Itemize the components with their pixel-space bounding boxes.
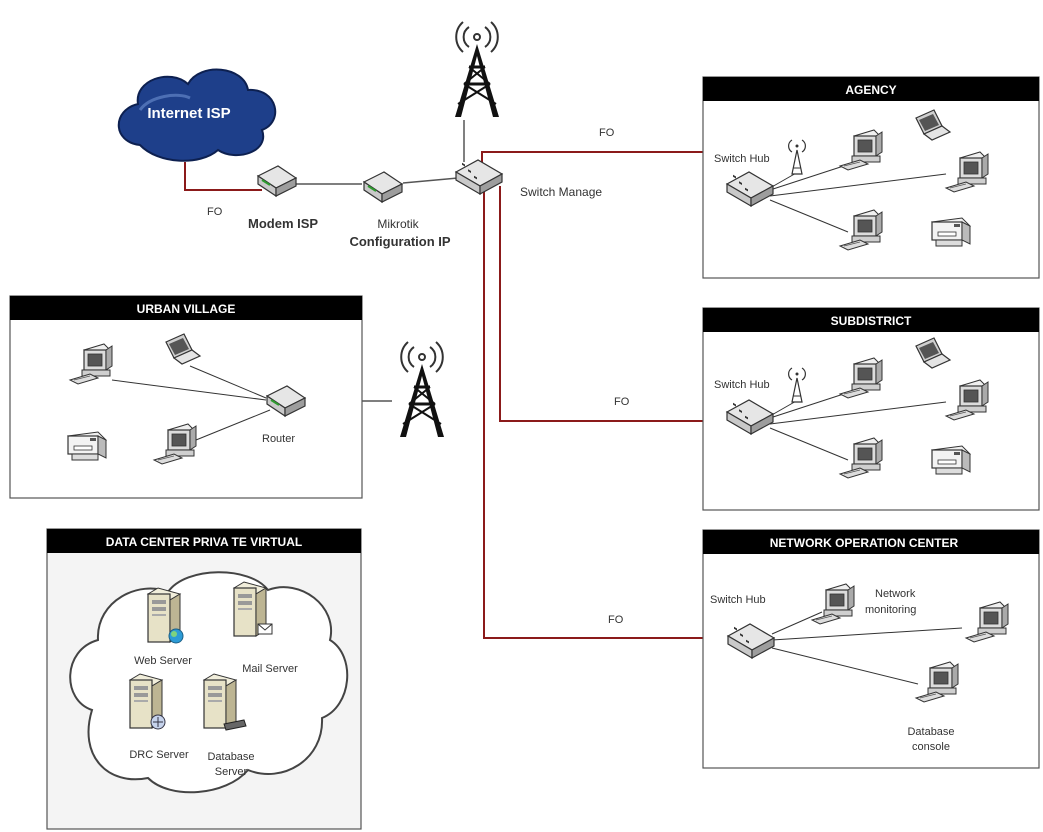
noc-panel: NETWORK OPERATION CENTER Switch Hub Netw… (702, 529, 1040, 769)
drc-server-icon (129, 673, 166, 730)
configuration-ip-label: Configuration IP (349, 234, 450, 249)
tower-icon (398, 340, 446, 439)
modem-isp-label: Modem ISP (248, 216, 318, 231)
urban-village-title: URBAN VILLAGE (137, 302, 236, 316)
web-server-label: Web Server (134, 655, 192, 667)
internet-isp-label: Internet ISP (147, 105, 230, 122)
fo-isp-label: FO (207, 206, 223, 218)
datacenter-panel: DATA CENTER PRIVA TE VIRTUAL Web Server … (46, 528, 362, 830)
fo-agency-label: FO (599, 127, 615, 139)
database-console-label-1: Database (907, 726, 954, 738)
mikrotik-router-icon (363, 171, 403, 203)
database-server-icon (203, 673, 247, 731)
internet-cloud: Internet ISP (117, 68, 277, 162)
noc-title: NETWORK OPERATION CENTER (770, 536, 959, 550)
subdistrict-panel: SUBDISTRICT Switch Hub (702, 307, 1040, 511)
database-server-label-1: Database (207, 751, 254, 763)
agency-switch-hub-label: Switch Hub (714, 153, 770, 165)
subdistrict-title: SUBDISTRICT (831, 314, 912, 328)
switch-manage-label: Switch Manage (520, 185, 602, 199)
agency-panel: AGENCY Switch Hub (702, 76, 1040, 279)
database-console-label-2: console (912, 741, 950, 753)
web-server-icon (147, 587, 184, 644)
database-server-label-2: Server (215, 766, 248, 778)
switch-manage-icon (455, 159, 503, 195)
mail-server-icon (233, 581, 273, 637)
network-monitoring-label-1: Network (875, 588, 916, 600)
noc-switch-hub-label: Switch Hub (710, 594, 766, 606)
datacenter-title: DATA CENTER PRIVA TE VIRTUAL (106, 535, 302, 549)
urban-village-panel: URBAN VILLAGE Router (9, 295, 363, 499)
connection-lines (290, 120, 465, 402)
mikrotik-label: Mikrotik (377, 217, 419, 231)
router-label: Router (262, 433, 295, 445)
fo-subdistrict-label: FO (614, 396, 630, 408)
mail-server-label: Mail Server (242, 663, 298, 675)
subdistrict-switch-hub-label: Switch Hub (714, 379, 770, 391)
fo-noc-label: FO (608, 614, 624, 626)
agency-title: AGENCY (845, 83, 896, 97)
modem-isp-icon (257, 165, 297, 197)
network-monitoring-label-2: monitoring (865, 604, 916, 616)
drc-server-label: DRC Server (129, 749, 189, 761)
tower-icon (453, 20, 501, 119)
